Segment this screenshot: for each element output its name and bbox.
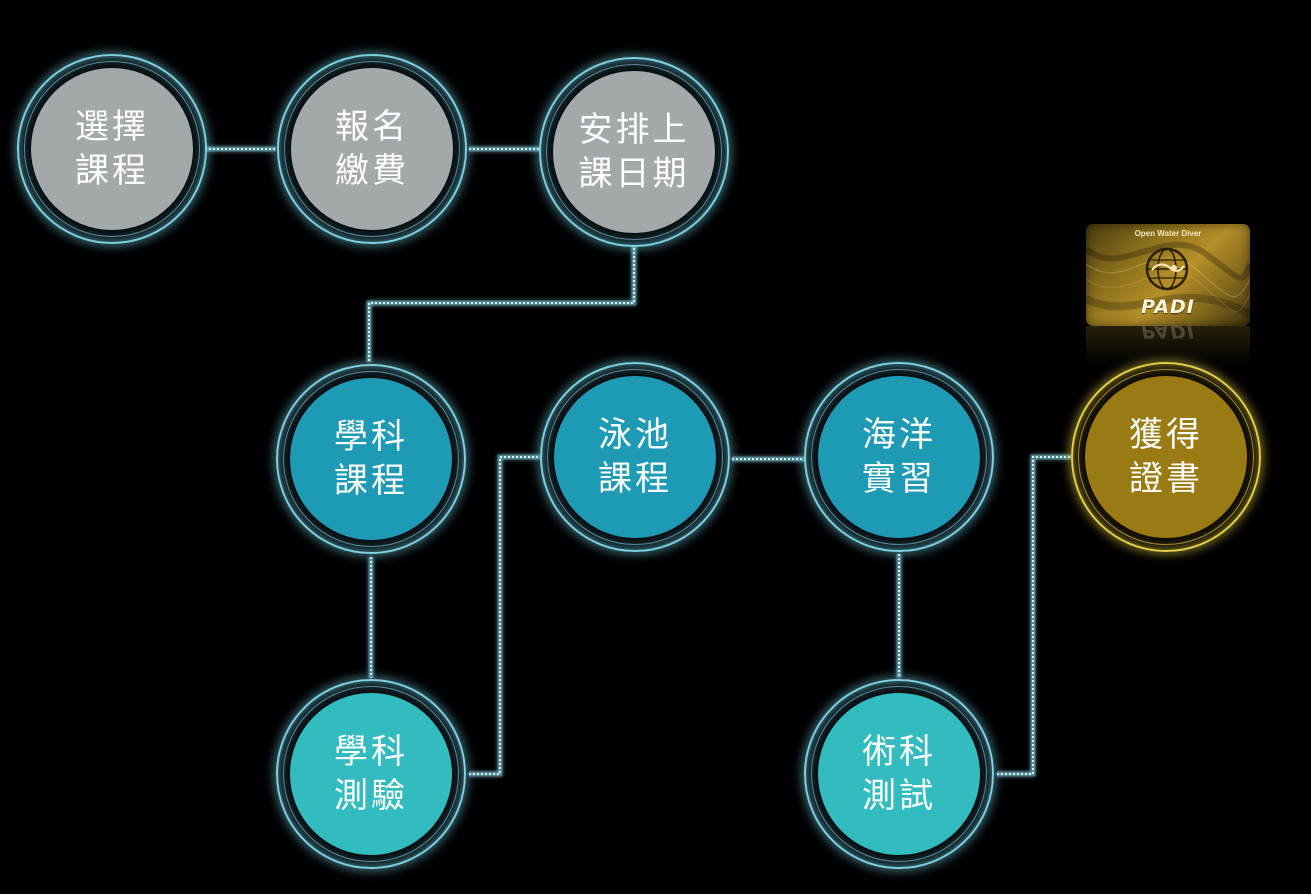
step-label-line2: 測驗 xyxy=(334,776,408,816)
card-title: Open Water Diver xyxy=(1134,229,1202,238)
step-label-line1: 術科 xyxy=(862,732,936,772)
step-skill-test: 術科 測試 xyxy=(804,679,994,869)
step-label-line2: 實習 xyxy=(862,459,936,499)
step-label-line1: 海洋 xyxy=(862,415,936,455)
card-reflection: PADI xyxy=(1086,326,1250,366)
step-register-pay: 報名 繳費 xyxy=(277,54,467,244)
step-select-course: 選擇 課程 xyxy=(17,54,207,244)
step-certification: 獲得 證書 xyxy=(1071,362,1261,552)
step-label-line1: 安排上 xyxy=(578,110,690,150)
step-label-line2: 繳費 xyxy=(335,151,409,191)
step-label-line2: 證書 xyxy=(1129,459,1203,499)
card-brand-logo: PADI xyxy=(1141,296,1195,318)
step-label-line2: 測試 xyxy=(862,776,936,816)
connector-test-pool xyxy=(469,454,540,777)
step-label-line1: 報名 xyxy=(335,107,409,147)
step-label-line2: 課日期 xyxy=(578,154,690,194)
step-academic-course: 學科 課程 xyxy=(276,364,466,554)
step-pool-course: 泳池 課程 xyxy=(540,362,730,552)
step-ocean-practice: 海洋 實習 xyxy=(804,362,994,552)
step-label-line1: 泳池 xyxy=(598,415,672,455)
step-academic-test: 學科 測驗 xyxy=(276,679,466,869)
card-brand-reflection: PADI xyxy=(1141,326,1195,342)
step-schedule: 安排上 課日期 xyxy=(539,57,729,247)
step-label-line2: 課程 xyxy=(334,461,408,501)
step-label-line2: 課程 xyxy=(75,151,149,191)
padi-certification-card: Open Water Diver PADI xyxy=(1086,224,1250,326)
step-label-line1: 獲得 xyxy=(1129,415,1203,455)
step-label-line1: 學科 xyxy=(334,417,408,457)
step-label-line1: 學科 xyxy=(334,732,408,772)
step-label-line1: 選擇 xyxy=(75,107,149,147)
diver-globe-icon xyxy=(1145,247,1189,291)
card-swirl-pattern xyxy=(1086,241,1250,318)
step-label-line2: 課程 xyxy=(598,459,672,499)
